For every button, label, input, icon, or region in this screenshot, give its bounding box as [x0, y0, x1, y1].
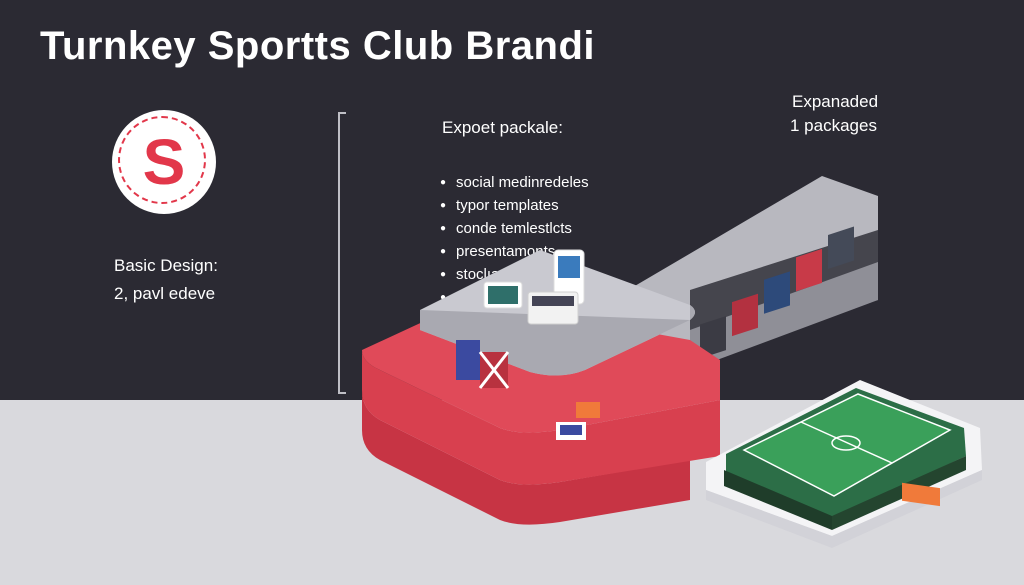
list-item: social medinredeles: [440, 172, 589, 195]
logo-letter: S: [142, 126, 186, 198]
phone-mockups: [483, 249, 585, 325]
list-item: conde temlestlcts: [440, 218, 589, 241]
list-item: typor templates: [440, 195, 589, 218]
expanded-package-title: Expanaded: [792, 92, 879, 111]
club-logo: S: [112, 110, 216, 214]
page-title: Turnkey Sportts Club Brandi: [40, 24, 596, 68]
basic-design-subtitle: 2, pavl edeve: [114, 284, 216, 303]
small-card: [556, 402, 600, 440]
jersey-flag: [456, 340, 510, 389]
expanded-package-subtitle: 1 packages: [790, 116, 877, 135]
section-bracket: [338, 112, 346, 394]
expert-package-title: Expoet packale:: [442, 118, 563, 137]
basic-design-title: Basic Design:: [114, 256, 218, 275]
stadium: [706, 380, 982, 548]
poster-strip: [700, 226, 854, 359]
logo-ring: [118, 116, 206, 204]
